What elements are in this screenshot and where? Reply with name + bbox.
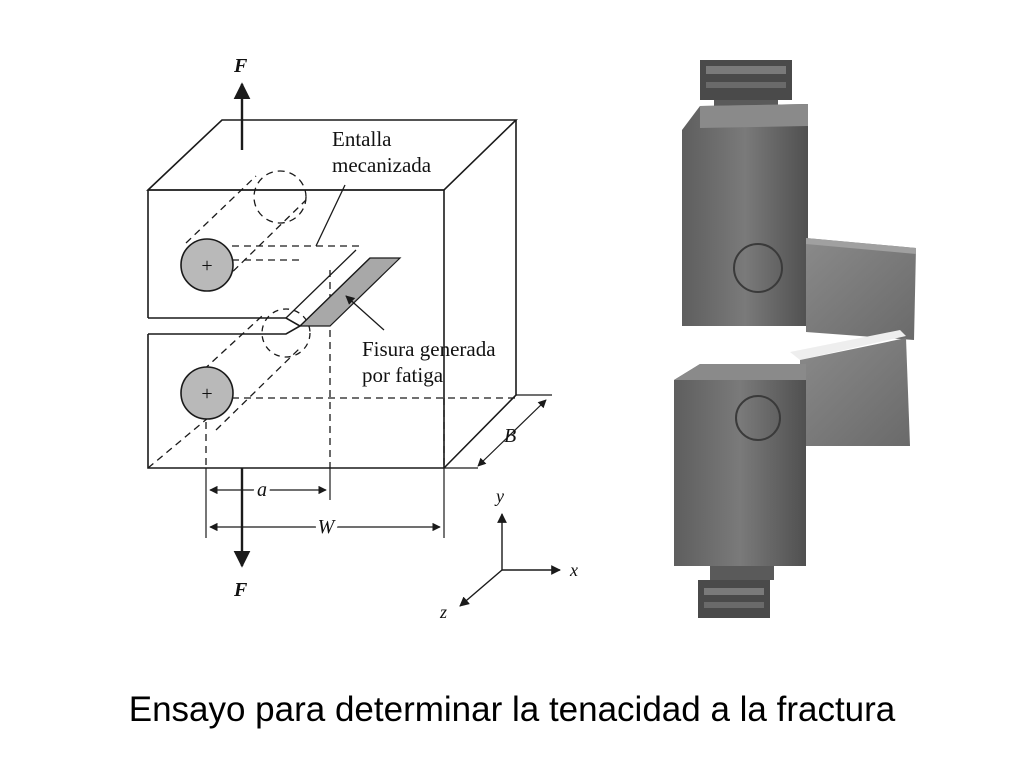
axis-z-label: z xyxy=(439,602,447,622)
axis-y-label: y xyxy=(494,486,504,506)
crack-leader xyxy=(345,295,385,331)
pin-mark-lower: + xyxy=(201,383,212,405)
axis-z-line xyxy=(459,569,503,607)
crack-label-line1: Fisura generada xyxy=(362,337,496,361)
specimen-drawing xyxy=(145,82,561,607)
dim-b-label: B xyxy=(504,425,516,447)
slide-caption: Ensayo para determinar la tenacidad a la… xyxy=(128,690,896,729)
crack-label-line2: por fatiga xyxy=(362,363,444,387)
diagram-labels: F F Entalla mecanizada Fisura generada p… xyxy=(201,55,578,622)
notch-outline xyxy=(148,317,302,335)
hidden-lines xyxy=(147,170,516,469)
pin-mark-upper: + xyxy=(201,255,212,277)
specimen-photo xyxy=(674,60,916,618)
dim-w-label: W xyxy=(318,516,337,538)
notch-label-line1: Entalla xyxy=(332,127,392,151)
force-label-top: F xyxy=(233,55,248,77)
notch-label-line2: mecanizada xyxy=(332,153,432,177)
specimen-side-face xyxy=(443,120,517,469)
dim-b-line xyxy=(477,399,547,467)
dim-a-label: a xyxy=(257,479,267,501)
fatigue-crack xyxy=(298,257,402,327)
notch-leader xyxy=(315,184,346,247)
force-label-bottom: F xyxy=(233,579,248,601)
axis-x-label: x xyxy=(569,560,578,580)
upper-pin-hole xyxy=(180,238,234,292)
lower-pin-hole xyxy=(180,366,234,420)
specimen-front-upper xyxy=(148,189,445,468)
